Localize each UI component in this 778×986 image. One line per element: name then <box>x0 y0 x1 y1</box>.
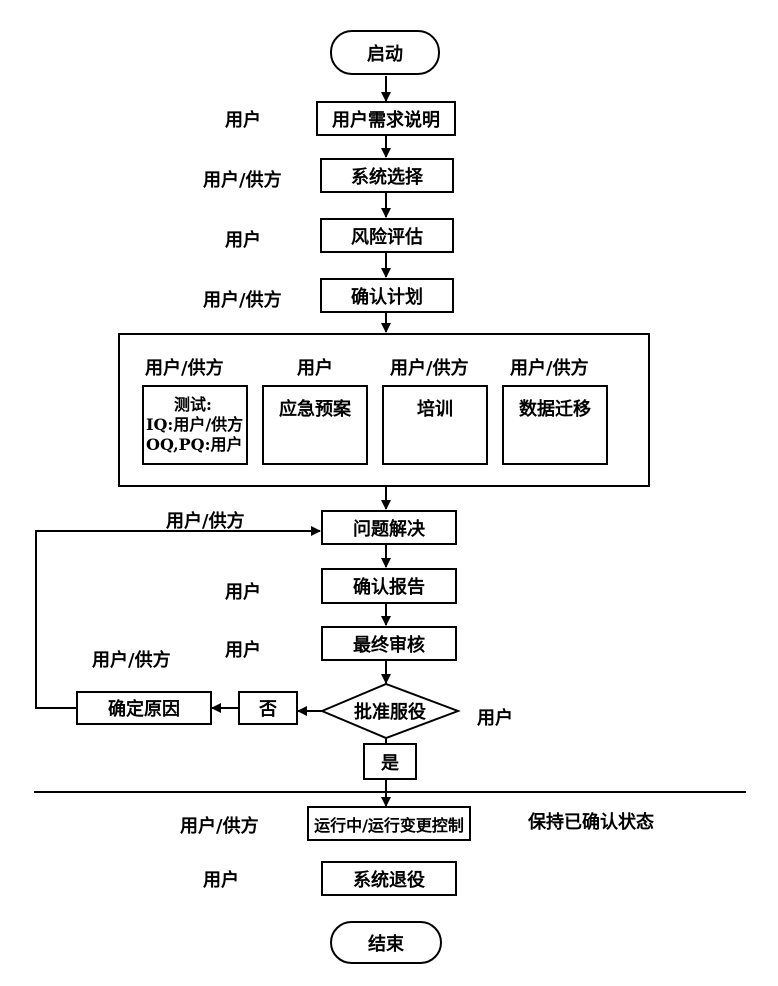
operation-change-control-box: 运行中/运行变更控制 <box>307 806 471 841</box>
decision-diamond <box>319 682 461 740</box>
contingency-plan-box: 应急预案 <box>262 385 368 465</box>
end-terminal: 结束 <box>330 921 442 964</box>
system-retirement-box: 系统退役 <box>321 861 457 896</box>
final-review-box: 最终审核 <box>321 626 457 661</box>
determine-cause-box: 确定原因 <box>76 691 212 725</box>
risk-assessment-box: 风险评估 <box>320 218 454 253</box>
approve-service-label: 批准服役 <box>354 702 426 723</box>
role-training: 用户/供方 <box>390 358 469 379</box>
loop-back-to-issue <box>35 526 321 709</box>
role-requirements: 用户 <box>225 110 261 131</box>
data-migration-box: 数据迁移 <box>502 385 608 465</box>
testing-iq: IQ:用户/供方 <box>146 415 244 434</box>
role-approve-service: 用户 <box>477 708 513 729</box>
role-data-migration: 用户/供方 <box>510 358 589 379</box>
role-testing: 用户/供方 <box>145 358 224 379</box>
testing-title: 测试: <box>174 395 212 414</box>
role-final-review: 用户 <box>225 640 261 661</box>
validation-plan-box: 确认计划 <box>320 278 454 313</box>
yes-box: 是 <box>363 743 417 780</box>
role-system-retirement: 用户 <box>203 870 239 891</box>
training-box: 培训 <box>382 385 488 465</box>
testing-box: 测试: IQ:用户/供方 OQ,PQ:用户 <box>142 385 248 465</box>
start-terminal: 启动 <box>330 30 440 75</box>
issue-resolution-box: 问题解决 <box>321 510 457 545</box>
role-issue-resolution: 用户/供方 <box>166 511 245 532</box>
role-operation-change-control: 用户/供方 <box>180 816 259 837</box>
system-selection-box: 系统选择 <box>320 158 454 193</box>
no-box: 否 <box>238 691 298 725</box>
requirements-box: 用户需求说明 <box>316 101 456 136</box>
validation-report-box: 确认报告 <box>321 568 457 604</box>
testing-oqpq: OQ,PQ:用户 <box>146 435 243 454</box>
role-contingency-plan: 用户 <box>297 358 333 379</box>
maintain-validated-state-note: 保持已确认状态 <box>528 812 654 833</box>
role-validation-report: 用户 <box>225 582 261 603</box>
role-determine-cause: 用户/供方 <box>92 650 171 671</box>
role-system-selection: 用户/供方 <box>203 170 282 191</box>
role-risk-assessment: 用户 <box>225 230 261 251</box>
role-validation-plan: 用户/供方 <box>203 290 282 311</box>
